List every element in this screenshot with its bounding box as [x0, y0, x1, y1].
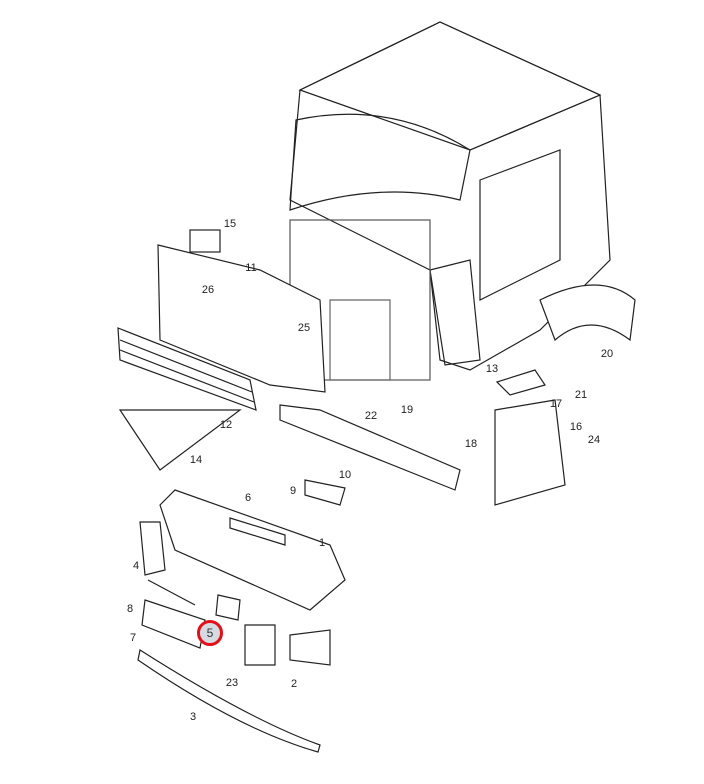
part-label[interactable]: 2	[290, 678, 298, 690]
bumper	[159, 489, 346, 611]
part-label[interactable]: 18	[464, 438, 478, 450]
vent-17	[495, 369, 546, 396]
part-label[interactable]: 11	[245, 262, 257, 274]
grille-7	[141, 599, 206, 649]
bumper-beam	[279, 404, 461, 491]
part-label[interactable]: 17	[549, 398, 563, 410]
lamp-left	[139, 521, 166, 576]
part-label[interactable]: 13	[485, 363, 499, 375]
front-panel	[157, 229, 326, 393]
part-label[interactable]: 22	[364, 410, 378, 422]
flap-2	[289, 629, 331, 666]
part-label[interactable]: 15	[223, 218, 237, 230]
part-label[interactable]: 3	[189, 711, 197, 723]
bracket-10	[304, 479, 346, 506]
grille	[117, 327, 257, 411]
part-label[interactable]: 23	[225, 677, 239, 689]
cab	[289, 21, 611, 381]
part-label[interactable]: 24	[587, 434, 601, 446]
part-label[interactable]: 19	[400, 404, 414, 416]
part-label[interactable]: 7	[129, 632, 137, 644]
grille-6	[229, 517, 286, 546]
part-label[interactable]: 10	[338, 469, 352, 481]
part-label[interactable]: 4	[132, 560, 140, 572]
part-label[interactable]: 8	[126, 603, 134, 615]
step	[494, 399, 566, 506]
part-label[interactable]: 1	[318, 537, 326, 549]
part-label[interactable]: 21	[574, 389, 588, 401]
highlighted-part-label[interactable]: 5	[197, 620, 223, 646]
part-label[interactable]: 26	[201, 284, 215, 296]
emblem-triangle	[118, 409, 242, 471]
part-label[interactable]: 20	[600, 348, 614, 360]
strip-4	[147, 579, 196, 606]
part-label[interactable]: 14	[189, 454, 203, 466]
part-label[interactable]: 16	[569, 421, 583, 433]
lamp-23	[244, 624, 276, 666]
spoiler-3	[137, 649, 321, 753]
part-label[interactable]: 6	[244, 492, 252, 504]
part-label[interactable]: 12	[219, 419, 233, 431]
part-label[interactable]: 25	[297, 322, 311, 334]
part-label[interactable]: 9	[289, 485, 297, 497]
fender	[539, 284, 636, 342]
cover-5	[215, 594, 241, 621]
